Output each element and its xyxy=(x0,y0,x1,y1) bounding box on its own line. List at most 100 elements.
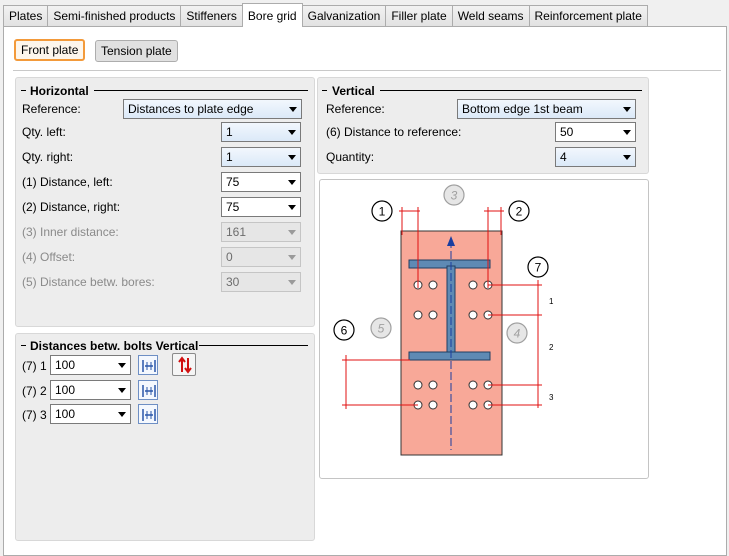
tab-semi-finished-products[interactable]: Semi-finished products xyxy=(47,5,182,27)
bores-distance-combo[interactable]: 30 xyxy=(221,272,301,292)
qty-right-label: Qty. right: xyxy=(22,150,74,164)
tab-filler-plate[interactable]: Filler plate xyxy=(385,5,453,27)
dimension-lines xyxy=(342,207,542,409)
inner-distance-value: 161 xyxy=(226,225,247,239)
bolt-hole xyxy=(428,380,438,390)
horizontal-title: Horizontal xyxy=(30,84,89,98)
bores-distance-value: 30 xyxy=(226,275,240,289)
offset-combo[interactable]: 0 xyxy=(221,247,301,267)
svg-text:1: 1 xyxy=(379,205,386,219)
distance-to-reference-combo[interactable]: 50 xyxy=(555,122,636,142)
tab-stiffeners[interactable]: Stiffeners xyxy=(180,5,243,27)
dim-label-2: 2 xyxy=(549,343,554,352)
qty-left-value: 1 xyxy=(226,125,233,139)
v-reference-value: Bottom edge 1st beam xyxy=(462,102,583,116)
dimension-button[interactable] xyxy=(138,404,158,424)
distance-to-reference-value: 50 xyxy=(560,125,574,139)
chevron-down-icon xyxy=(288,255,296,260)
h-reference-dropdown[interactable]: Distances to plate edge xyxy=(123,99,302,119)
distance-left-combo[interactable]: 75 xyxy=(221,172,301,192)
dimension-button[interactable] xyxy=(138,380,158,400)
swap-direction-button[interactable] xyxy=(172,353,196,376)
v-reference-dropdown[interactable]: Bottom edge 1st beam xyxy=(457,99,636,119)
v-reference-label: Reference: xyxy=(326,102,385,116)
bores-distance-label: (5) Distance betw. bores: xyxy=(22,275,155,289)
bolt-hole xyxy=(468,310,478,320)
marker-5: 5 xyxy=(370,317,392,339)
distance-right-combo[interactable]: 75 xyxy=(221,197,301,217)
tab-bore-grid[interactable]: Bore grid xyxy=(241,3,303,27)
bolt-distance-value: 100 xyxy=(55,407,76,421)
quantity-label: Quantity: xyxy=(326,150,375,164)
chevron-down-icon xyxy=(288,205,296,210)
chevron-down-icon xyxy=(623,130,631,135)
chevron-down-icon xyxy=(118,412,126,417)
bolts-vertical-title: Distances betw. bolts Vertical xyxy=(30,339,199,353)
qty-right-dropdown[interactable]: 1 xyxy=(221,147,301,167)
bolt-hole xyxy=(428,280,438,290)
qty-left-dropdown[interactable]: 1 xyxy=(221,122,301,142)
separator xyxy=(13,70,721,71)
group-title-line xyxy=(199,345,308,346)
group-title-line xyxy=(380,90,642,91)
tension-plate-button[interactable]: Tension plate xyxy=(95,40,178,62)
svg-text:5: 5 xyxy=(378,322,385,336)
bolt-row-label: (7) 3 xyxy=(22,408,47,422)
group-title-line xyxy=(21,345,26,346)
tab-plates[interactable]: Plates xyxy=(3,5,49,27)
group-title-line xyxy=(21,90,26,91)
bolt-distance-value: 100 xyxy=(55,358,76,372)
bolt-hole xyxy=(468,400,478,410)
svg-text:3: 3 xyxy=(451,189,458,203)
dim-label-3: 3 xyxy=(549,393,554,402)
bolt-hole xyxy=(468,380,478,390)
h-reference-label: Reference: xyxy=(22,102,81,116)
marker-6: 6 xyxy=(333,319,355,341)
group-title-line xyxy=(94,90,308,91)
chevron-down-icon xyxy=(118,388,126,393)
diagram-canvas: 1 2 3 4 5 6 7 1 2 3 xyxy=(333,184,554,456)
chevron-down-icon xyxy=(288,130,296,135)
tab-galvanization[interactable]: Galvanization xyxy=(301,5,387,27)
bolt-distance-combo[interactable]: 100 xyxy=(50,380,131,400)
chevron-down-icon xyxy=(288,155,296,160)
distance-right-label: (2) Distance, right: xyxy=(22,200,121,214)
distance-left-value: 75 xyxy=(226,175,240,189)
distance-right-value: 75 xyxy=(226,200,240,214)
qty-left-label: Qty. left: xyxy=(22,125,66,139)
direction-arrow-icon xyxy=(447,236,455,246)
chevron-down-icon xyxy=(288,230,296,235)
marker-1: 1 xyxy=(371,200,393,222)
bolt-hole xyxy=(413,310,423,320)
chevron-down-icon xyxy=(288,180,296,185)
bolt-row-label: (7) 2 xyxy=(22,384,47,398)
svg-text:2: 2 xyxy=(516,205,523,219)
tab-reinforcement-plate[interactable]: Reinforcement plate xyxy=(528,5,648,27)
bolt-hole xyxy=(413,380,423,390)
tab-weld-seams[interactable]: Weld seams xyxy=(451,5,530,27)
quantity-dropdown[interactable]: 4 xyxy=(555,147,636,167)
distance-left-label: (1) Distance, left: xyxy=(22,175,113,189)
chevron-down-icon xyxy=(623,155,631,160)
inner-distance-combo[interactable]: 161 xyxy=(221,222,301,242)
marker-4: 4 xyxy=(506,322,528,344)
bolt-distance-combo[interactable]: 100 xyxy=(50,404,131,424)
swap-arrows-icon xyxy=(178,356,192,374)
distance-to-reference-label: (6) Distance to reference: xyxy=(326,125,462,139)
dimension-button[interactable] xyxy=(138,355,158,375)
svg-text:6: 6 xyxy=(341,324,348,338)
front-plate-button[interactable]: Front plate xyxy=(14,39,86,61)
offset-value: 0 xyxy=(226,250,233,264)
main-tabbar: Plates Semi-finished products Stiffeners… xyxy=(3,3,648,27)
bolt-distance-combo[interactable]: 100 xyxy=(50,355,131,375)
dimension-icon xyxy=(142,385,156,397)
bolt-holes xyxy=(413,280,493,410)
vertical-title: Vertical xyxy=(332,84,375,98)
chevron-down-icon xyxy=(288,280,296,285)
beam-bottom-flange xyxy=(408,351,491,361)
bolt-hole xyxy=(428,310,438,320)
inner-distance-label: (3) Inner distance: xyxy=(22,225,119,239)
chevron-down-icon xyxy=(289,107,297,112)
bolt-row-label: (7) 1 xyxy=(22,359,47,373)
chevron-down-icon xyxy=(118,363,126,368)
